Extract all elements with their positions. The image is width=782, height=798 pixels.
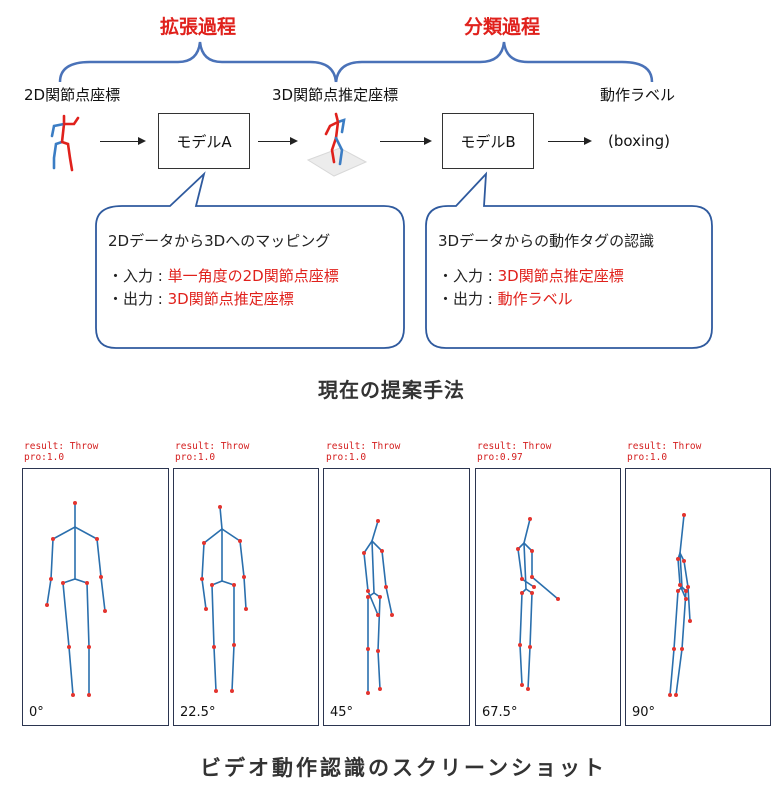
callout-b-output-value: 動作ラベル bbox=[497, 290, 573, 308]
panel-3-header: result: Throw pro:1.0 bbox=[326, 441, 400, 463]
output-boxing-label: (boxing) bbox=[608, 132, 671, 150]
model-a-label: モデルA bbox=[176, 132, 232, 151]
phase-classify-label: 分類過程 bbox=[464, 16, 541, 38]
model-a-box: モデルA bbox=[158, 113, 250, 169]
callout-a-input: ・入力 : 単一角度の2D関節点座標 bbox=[108, 265, 339, 288]
panel-3-angle: 45° bbox=[330, 705, 354, 720]
panel-5-result: result: Throw bbox=[627, 441, 702, 452]
panel-5-skeleton bbox=[668, 513, 692, 697]
phase-expand-label: 拡張過程 bbox=[160, 16, 237, 38]
panel-3-skeleton bbox=[362, 519, 394, 695]
callout-a-input-prefix: ・入力 : bbox=[108, 267, 168, 285]
callout-a-output-prefix: ・出力 : bbox=[108, 290, 168, 308]
panel-3-frame: 45° bbox=[323, 468, 470, 726]
arrow-to-model-a bbox=[100, 136, 146, 145]
callout-b-input-value: 3D関節点推定座標 bbox=[497, 267, 624, 285]
panel-2-frame: 22.5° bbox=[173, 468, 319, 726]
action-label-heading: 動作ラベル bbox=[600, 86, 676, 104]
panel-2-header: result: Throw pro:1.0 bbox=[175, 441, 249, 463]
panel-2-angle: 22.5° bbox=[180, 705, 216, 720]
callout-a-output-value: 3D関節点推定座標 bbox=[167, 290, 294, 308]
model-b-label: モデルB bbox=[460, 132, 516, 151]
panel-4-frame: 67.5° bbox=[475, 468, 621, 726]
panel-3-prob: pro:1.0 bbox=[326, 452, 367, 463]
callout-a-title: 2Dデータから3Dへのマッピング bbox=[108, 232, 331, 250]
skeleton-2d-icon bbox=[50, 114, 80, 172]
arrow-to-model-b bbox=[380, 136, 432, 145]
panel-1-prob: pro:1.0 bbox=[24, 452, 65, 463]
panel-5-angle: 90° bbox=[632, 705, 656, 720]
panel-1-frame: 0° bbox=[22, 468, 169, 726]
callout-b-input: ・入力 : 3D関節点推定座標 bbox=[438, 265, 654, 288]
arrow-from-model-a bbox=[258, 136, 298, 145]
callout-bubbles bbox=[95, 171, 713, 349]
panel-5-frame: 90° bbox=[625, 468, 771, 726]
callout-b-input-prefix: ・入力 : bbox=[438, 267, 498, 285]
callout-model-b: 3Dデータからの動作タグの認識 ・入力 : 3D関節点推定座標 ・出力 : 動作… bbox=[438, 230, 654, 311]
caption-video-screenshots: ビデオ動作認識のスクリーンショット bbox=[200, 756, 607, 780]
panel-4-header: result: Throw pro:0.97 bbox=[477, 441, 551, 463]
phase-braces bbox=[58, 41, 654, 83]
panel-2-result: result: Throw bbox=[175, 441, 250, 452]
panel-2-skeleton bbox=[200, 505, 248, 693]
input-2d-label: 2D関節点座標 bbox=[24, 86, 121, 104]
panel-1-skeleton bbox=[45, 501, 107, 697]
callout-b-output: ・出力 : 動作ラベル bbox=[438, 288, 654, 311]
callout-a-output: ・出力 : 3D関節点推定座標 bbox=[108, 288, 339, 311]
panel-1-result: result: Throw bbox=[24, 441, 99, 452]
panel-3-result: result: Throw bbox=[326, 441, 401, 452]
panel-5-header: result: Throw pro:1.0 bbox=[627, 441, 701, 463]
callout-model-a: 2Dデータから3Dへのマッピング ・入力 : 単一角度の2D関節点座標 ・出力 … bbox=[108, 230, 339, 311]
callout-b-title: 3Dデータからの動作タグの認識 bbox=[438, 232, 655, 250]
panel-1-angle: 0° bbox=[29, 705, 44, 720]
panel-4-result: result: Throw bbox=[477, 441, 552, 452]
arrow-to-output bbox=[548, 136, 592, 145]
estimated-3d-label: 3D関節点推定座標 bbox=[272, 86, 399, 104]
panel-2-prob: pro:1.0 bbox=[175, 452, 216, 463]
callout-b-output-prefix: ・出力 : bbox=[438, 290, 498, 308]
panel-4-prob: pro:0.97 bbox=[477, 452, 523, 463]
panel-1-header: result: Throw pro:1.0 bbox=[24, 441, 98, 463]
panel-4-skeleton bbox=[516, 517, 560, 691]
caption-proposed-method: 現在の提案手法 bbox=[318, 378, 465, 402]
skeleton-3d-icon bbox=[306, 112, 368, 177]
model-b-box: モデルB bbox=[442, 113, 534, 169]
panel-4-angle: 67.5° bbox=[482, 705, 518, 720]
callout-a-input-value: 単一角度の2D関節点座標 bbox=[167, 267, 339, 285]
panel-5-prob: pro:1.0 bbox=[627, 452, 668, 463]
